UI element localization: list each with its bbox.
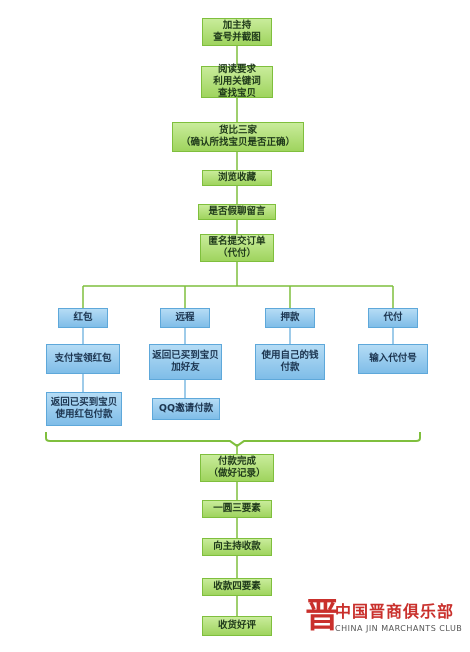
step-compare-shops: 货比三家 （确认所找宝贝是否正确） xyxy=(172,122,304,152)
step-four-elements: 收款四要素 xyxy=(202,578,272,596)
branch3-step-1: 使用自己的钱 付款 xyxy=(255,344,325,380)
watermark-en-text: CHINA JIN MARCHANTS CLUB xyxy=(335,624,463,633)
watermark-logo: 晋 中国晋商俱乐部 CHINA JIN MARCHANTS CLUB xyxy=(305,596,465,648)
watermark-cn-text: 中国晋商俱乐部 xyxy=(335,602,455,621)
step-payment-done: 付款完成 （做好记录） xyxy=(200,454,274,482)
branch-header-red-packet: 红包 xyxy=(58,308,108,328)
branch-header-proxy-pay: 代付 xyxy=(368,308,418,328)
step-add-host: 加主持 查号并截图 xyxy=(202,18,272,46)
step-fake-chat: 是否假聊留言 xyxy=(198,204,276,220)
branch1-step-2: 返回已买到宝贝 使用红包付款 xyxy=(46,392,122,426)
watermark-mark-icon: 晋 xyxy=(305,596,339,636)
branch1-step-1: 支付宝领红包 xyxy=(46,344,120,374)
step-one-circle-three: 一圆三要素 xyxy=(202,500,272,518)
merge-bracket xyxy=(45,432,421,448)
step-read-requirements: 阅读要求 利用关键词 查找宝贝 xyxy=(201,64,273,99)
branch-header-deposit: 押款 xyxy=(265,308,315,328)
branch2-step-1: 返回已买到宝贝 加好友 xyxy=(149,344,222,380)
step-submit-order: 匿名提交订单 （代付） xyxy=(200,234,274,262)
step-collect-from-host: 向主持收款 xyxy=(202,538,272,556)
branch4-step-1: 输入代付号 xyxy=(358,344,428,374)
branch2-step-2: QQ邀请付款 xyxy=(152,398,220,420)
step-browse-favorite: 浏览收藏 xyxy=(202,170,272,186)
step-receive-review: 收货好评 xyxy=(202,616,272,636)
branch-header-remote: 远程 xyxy=(160,308,210,328)
